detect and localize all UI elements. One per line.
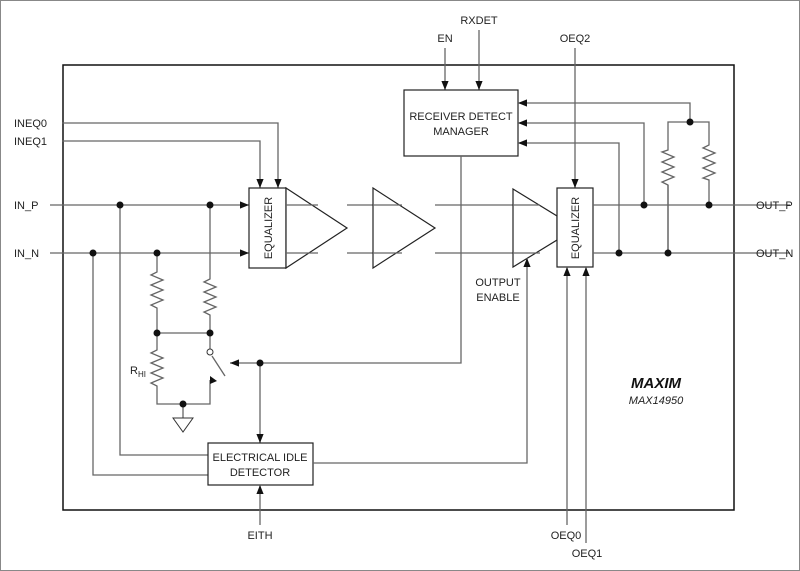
ineq1-label: INEQ1 xyxy=(14,136,47,148)
output-equalizer xyxy=(556,187,594,268)
switch-blade xyxy=(211,355,226,377)
rhi-label: RHI xyxy=(130,365,146,379)
output-enable-wire xyxy=(313,258,531,464)
in-n-label: IN_N xyxy=(14,248,39,260)
ineq0-label: INEQ0 xyxy=(14,118,47,130)
rdm-label-2: MANAGER xyxy=(433,126,489,138)
junction-dots xyxy=(89,118,713,408)
en-label: EN xyxy=(437,33,452,45)
chip-boundary xyxy=(62,64,735,511)
switch-contact xyxy=(206,348,214,356)
middle-buffer xyxy=(372,186,437,270)
termination-resistors xyxy=(660,121,717,253)
out-n-label: OUT_N xyxy=(756,248,793,260)
output-enable-label-2: ENABLE xyxy=(476,292,519,304)
input-equalizer-label: EQUALIZER xyxy=(263,197,275,259)
idle-label-1: ELECTRICAL IDLE xyxy=(213,452,308,464)
rdm-label-1: RECEIVER DETECT xyxy=(409,111,513,123)
oeq1-label: OEQ1 xyxy=(572,548,603,560)
input-equalizer xyxy=(248,187,287,269)
rdm-control-wire xyxy=(230,156,462,367)
electrical-idle-detector xyxy=(207,442,314,486)
idle-n-wire xyxy=(92,253,208,476)
eith-label: EITH xyxy=(247,530,272,542)
ground-icon xyxy=(172,417,194,433)
maxim-logo: MAXIM xyxy=(631,375,682,392)
ineq0-wire xyxy=(62,122,282,188)
output-enable-label-1: OUTPUT xyxy=(475,277,521,289)
oeq0-label: OEQ0 xyxy=(551,530,582,542)
rxdet-label: RXDET xyxy=(460,15,498,27)
idle-p-wire xyxy=(119,205,208,456)
input-buffer xyxy=(285,186,349,270)
idle-label-2: DETECTOR xyxy=(230,467,290,479)
input-resistors xyxy=(149,205,218,334)
out-p-label: OUT_P xyxy=(756,200,793,212)
part-number: MAX14950 xyxy=(629,395,684,407)
receiver-detect-manager xyxy=(403,89,519,157)
in-p-label: IN_P xyxy=(14,200,38,212)
oeq2-label: OEQ2 xyxy=(560,33,591,45)
rhi-resistor xyxy=(149,333,211,405)
ineq1-wire xyxy=(62,140,264,188)
output-driver xyxy=(512,187,558,269)
output-equalizer-label: EQUALIZER xyxy=(570,197,582,259)
